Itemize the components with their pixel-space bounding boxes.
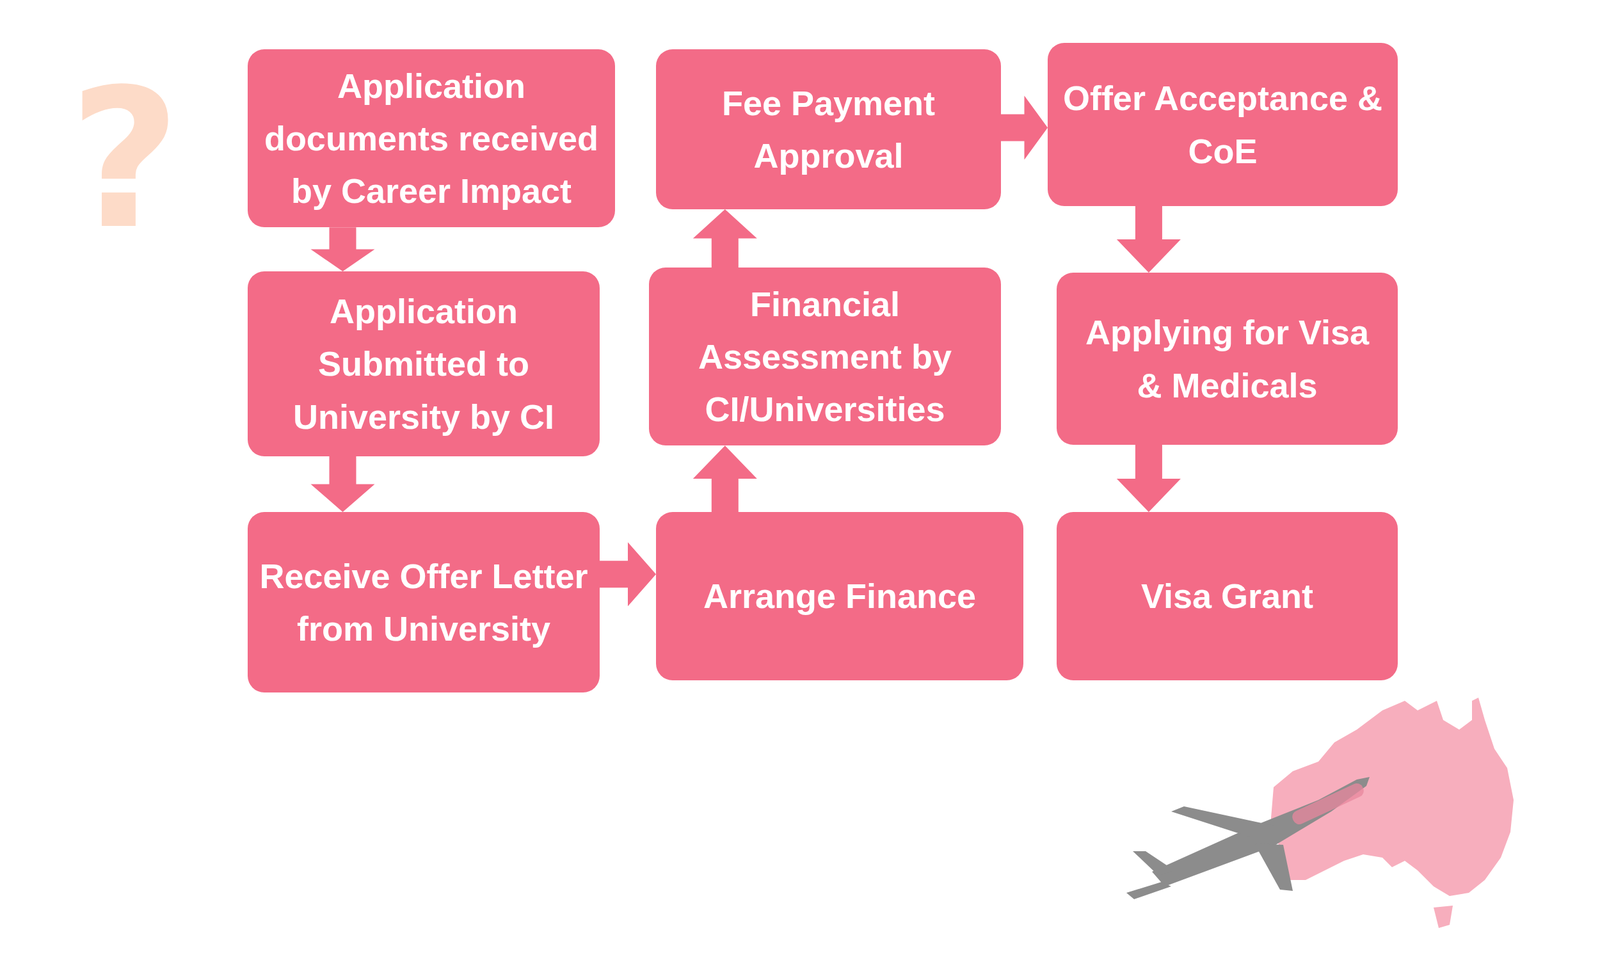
box-text: Fee Payment Approval	[667, 76, 990, 182]
block-arrow	[1000, 96, 1048, 160]
box-text: Applying for Visa & Medicals	[1068, 305, 1387, 411]
process-box: Receive Offer Letter from University	[247, 512, 600, 693]
box-text: Financial Assessment by CI/Universities	[660, 277, 990, 436]
question-mark: ?	[69, 64, 181, 256]
process-box: Application Submitted to University by C…	[247, 271, 600, 457]
block-arrow	[693, 445, 758, 512]
process-box: Fee Payment Approval	[656, 49, 1001, 210]
box-text: Receive Offer Letter from University	[259, 549, 589, 655]
block-arrow	[311, 227, 376, 272]
process-box: Offer Acceptance & CoE	[1047, 42, 1398, 207]
block-arrow	[311, 456, 376, 512]
block-arrow	[1116, 206, 1181, 273]
airplane	[1126, 776, 1370, 900]
box-text: Application Submitted to University by C…	[259, 284, 589, 443]
block-arrow	[693, 209, 758, 268]
block-arrow	[599, 542, 656, 607]
box-text: Offer Acceptance & CoE	[1059, 71, 1387, 177]
block-arrow	[1116, 444, 1181, 512]
box-text: Visa Grant	[1141, 569, 1314, 623]
process-box: Applying for Visa & Medicals	[1056, 272, 1398, 445]
australia-map	[1270, 697, 1514, 896]
process-box: Arrange Finance	[656, 512, 1024, 681]
process-box: Application documents received by Career…	[247, 49, 616, 228]
process-box: Visa Grant	[1056, 512, 1398, 681]
box-text: Application documents received by Career…	[259, 59, 604, 217]
tasmania	[1433, 905, 1453, 928]
process-box: Financial Assessment by CI/Universities	[648, 267, 1001, 446]
box-text: Arrange Finance	[703, 569, 976, 623]
